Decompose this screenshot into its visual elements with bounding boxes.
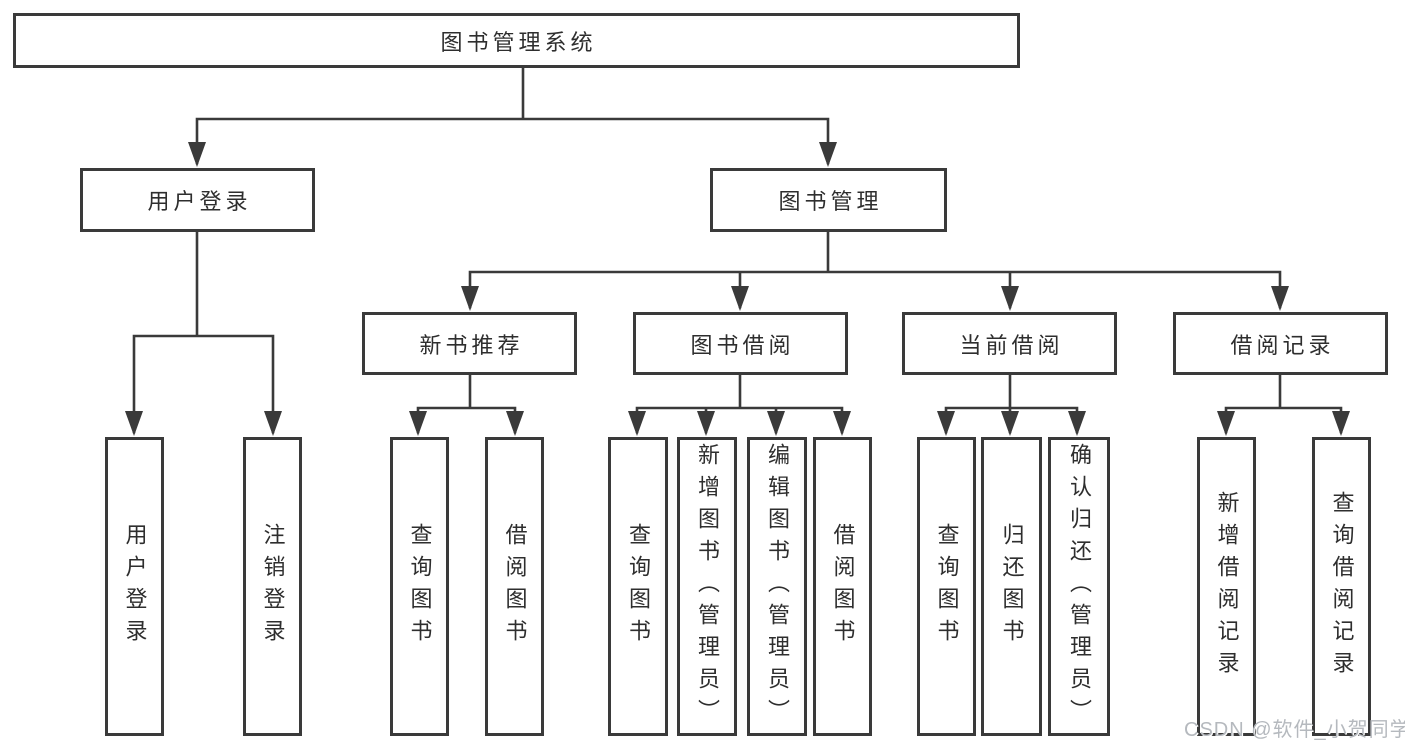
node-label: 图书管理: [778, 189, 883, 214]
leaf-add-borrow-record: 新增借阅记录: [1197, 437, 1256, 736]
node-label: 查询图书: [407, 522, 433, 651]
node-book-management: 图书管理: [710, 168, 947, 232]
leaf-user-login: 用户登录: [105, 437, 164, 736]
node-label: 当前借阅: [959, 332, 1064, 358]
arrow-down-icon: [125, 411, 143, 436]
leaf-edit-book-admin: 编辑图书（管理员）: [747, 437, 807, 736]
leaf-logout: 注销登录: [243, 437, 302, 736]
node-label: 借阅图书: [830, 522, 856, 651]
root-connector: [188, 66, 837, 167]
arrow-down-icon: [1271, 286, 1289, 311]
node-new-book-recommend: 新书推荐: [362, 312, 577, 375]
node-label: 新书推荐: [419, 332, 524, 358]
arrow-down-icon: [937, 411, 955, 436]
node-label: 借阅图书: [502, 522, 528, 651]
node-borrow-records: 借阅记录: [1173, 312, 1388, 375]
arrow-down-icon: [628, 411, 646, 436]
leaf-query-books-recommend: 查询图书: [390, 437, 449, 736]
arrow-down-icon: [1217, 411, 1235, 436]
arrow-down-icon: [1001, 411, 1019, 436]
arrow-down-icon: [767, 411, 785, 436]
node-user-login: 用户登录: [80, 168, 315, 232]
node-label: 图书管理系统: [440, 29, 597, 55]
arrow-down-icon: [461, 286, 479, 311]
node-label: 新增图书（管理员）: [695, 442, 720, 731]
node-label: 查询借阅记录: [1329, 490, 1355, 683]
book-borrow-connector: [628, 373, 851, 436]
node-root-library-system: 图书管理系统: [13, 13, 1020, 68]
arrow-down-icon: [731, 286, 749, 311]
node-label: 确认归还（管理员）: [1067, 442, 1092, 731]
arrow-down-icon: [188, 142, 206, 167]
arrow-down-icon: [1001, 286, 1019, 311]
csdn-watermark: CSDN @软件_小贺同学: [1184, 719, 1405, 741]
node-label: 归还图书: [999, 522, 1025, 651]
current-borrow-connector: [937, 373, 1086, 436]
arrow-down-icon: [697, 411, 715, 436]
leaf-query-books-borrow: 查询图书: [608, 437, 668, 736]
node-label: 查询图书: [934, 522, 960, 651]
leaf-return-book: 归还图书: [981, 437, 1042, 736]
arrow-down-icon: [506, 411, 524, 436]
node-label: 注销登录: [260, 522, 286, 651]
new-book-recommend-connector: [409, 373, 524, 436]
borrow-records-connector: [1217, 373, 1350, 436]
arrow-down-icon: [833, 411, 851, 436]
node-label: 用户登录: [147, 189, 252, 214]
node-label: 借阅记录: [1230, 332, 1335, 358]
book-management-connector: [461, 230, 1289, 311]
leaf-query-books-current: 查询图书: [917, 437, 976, 736]
node-label: 用户登录: [122, 522, 148, 651]
leaf-borrow-books: 借阅图书: [813, 437, 872, 736]
leaf-query-borrow-record: 查询借阅记录: [1312, 437, 1371, 736]
node-label: 新增借阅记录: [1214, 490, 1240, 683]
leaf-add-book-admin: 新增图书（管理员）: [677, 437, 737, 736]
arrow-down-icon: [1332, 411, 1350, 436]
node-current-borrow: 当前借阅: [902, 312, 1117, 375]
node-book-borrow: 图书借阅: [633, 312, 848, 375]
leaf-borrow-books-recommend: 借阅图书: [485, 437, 544, 736]
arrow-down-icon: [409, 411, 427, 436]
arrow-down-icon: [1068, 411, 1086, 436]
node-label: 编辑图书（管理员）: [765, 442, 790, 731]
user-login-connector: [125, 230, 282, 436]
node-label: 图书借阅: [690, 332, 795, 358]
arrow-down-icon: [264, 411, 282, 436]
node-label: 查询图书: [626, 522, 651, 651]
arrow-down-icon: [819, 142, 837, 167]
leaf-confirm-return-admin: 确认归还（管理员）: [1048, 437, 1110, 736]
